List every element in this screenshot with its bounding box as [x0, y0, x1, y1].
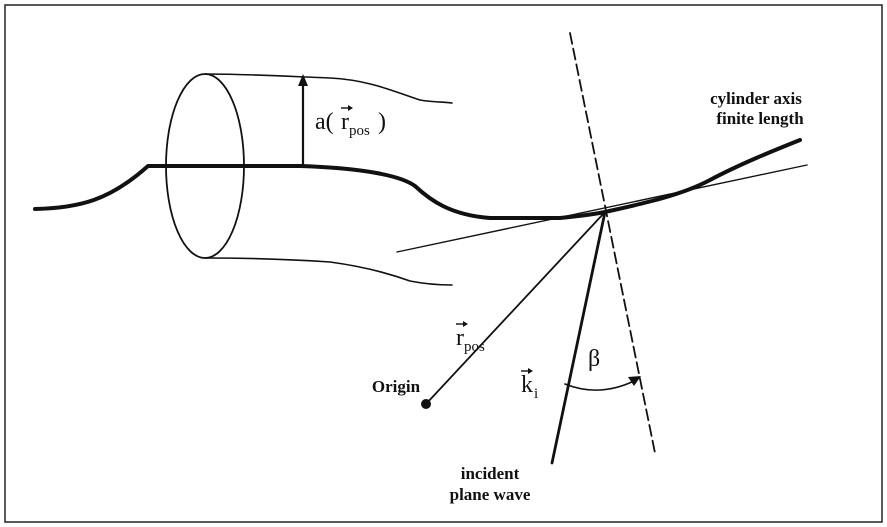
beta-angle-arc [564, 379, 637, 391]
radius-label-r: r [341, 109, 349, 135]
rpos-label-r: r [456, 325, 464, 351]
cylinder-bottom-surface [204, 257, 453, 286]
cylinder-top-surface [204, 73, 453, 104]
cylinder-axis-curve [33, 138, 802, 220]
tangent-line [396, 164, 808, 253]
position-vector-label: r pos [456, 321, 485, 355]
k-label-vector-tip [528, 368, 533, 374]
beta-label: β [588, 346, 600, 372]
wave-label-line1: incident [461, 464, 520, 483]
origin-point [421, 399, 431, 409]
wave-label-line2: plane wave [450, 485, 531, 504]
beta-arc-arrowhead [628, 376, 641, 386]
incident-wave-line [550, 210, 607, 465]
rpos-label-vector-tip [463, 321, 468, 327]
origin-label: Origin [372, 377, 421, 396]
radius-arrowhead [298, 74, 308, 86]
radius-label-func: a( [315, 109, 334, 135]
axis-label-line2: finite length [716, 109, 804, 128]
radius-label-vector-tip [348, 105, 353, 111]
figure-frame [4, 4, 883, 523]
wave-vector-label: k i [521, 368, 538, 402]
position-vector-line [425, 211, 606, 405]
axis-label-line1: cylinder axis [710, 89, 802, 108]
k-label-sub: i [534, 386, 538, 402]
k-label-main: k [521, 372, 533, 398]
radius-label-close: ) [378, 109, 386, 135]
wave-normal-dashed [569, 32, 656, 454]
rpos-label-sub: pos [464, 339, 485, 355]
radius-label-sub: pos [349, 123, 370, 139]
radius-label: a( r pos ) [315, 105, 386, 139]
